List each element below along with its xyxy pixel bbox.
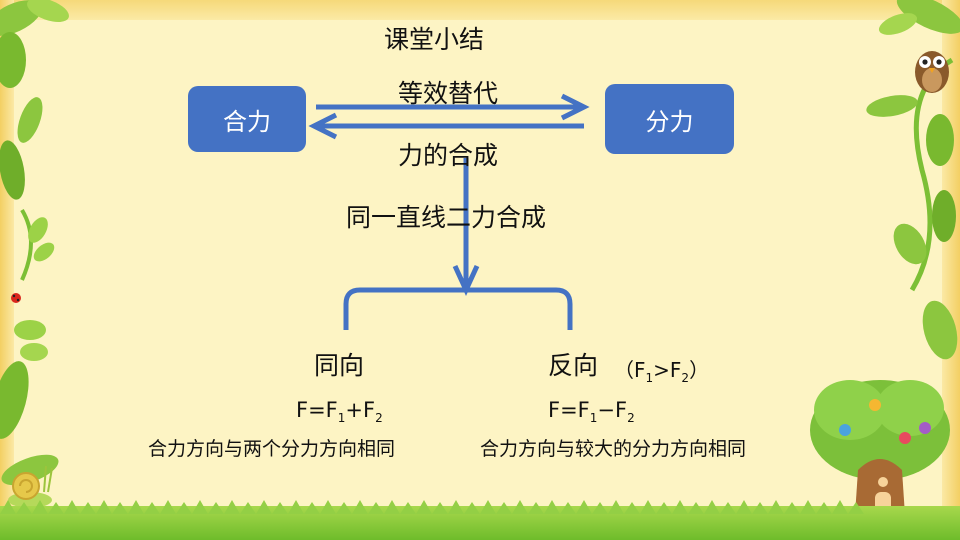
- condition-sub: 1: [645, 371, 654, 385]
- slide-title: 课堂小结: [384, 25, 485, 54]
- ladybug-icon: [11, 293, 21, 303]
- arrow-top-label: 等效替代: [398, 79, 499, 108]
- formula-sub: 2: [627, 411, 635, 426]
- split-bracket: [343, 287, 573, 330]
- opposite-condition: （F1>F2）: [614, 354, 709, 385]
- opposite-direction-heading: 反向: [548, 351, 599, 380]
- formula-part: F=F: [548, 398, 590, 422]
- arrow-bottom-label: 力的合成: [398, 141, 499, 170]
- formula-part: +F: [345, 398, 376, 422]
- condition-part: ）: [689, 358, 710, 382]
- equivalent-arrow: [316, 93, 590, 121]
- same-direction-heading: 同向: [314, 351, 365, 380]
- same-direction-description: 合力方向与两个分力方向相同: [148, 438, 396, 460]
- opposite-direction-description: 合力方向与较大的分力方向相同: [480, 438, 747, 460]
- condition-sub: 2: [681, 371, 690, 385]
- formula-part: −F: [597, 398, 628, 422]
- condition-part: （F: [614, 358, 646, 382]
- grass-strip: [0, 506, 960, 540]
- leaf-vine-icon: [0, 0, 69, 486]
- owl-icon: [915, 51, 949, 93]
- same-direction-formula: F=F1+F2: [296, 398, 383, 425]
- formula-sub: 2: [375, 411, 383, 426]
- formula-part: F=F: [296, 398, 338, 422]
- formula-sub: 1: [337, 411, 346, 426]
- opposite-direction-formula: F=F1−F2: [548, 398, 635, 425]
- formula-sub: 1: [589, 411, 598, 426]
- top-border: [0, 0, 960, 20]
- component-force-box: 分力: [605, 84, 734, 154]
- condition-part: >F: [653, 358, 682, 382]
- resultant-force-box: 合力: [188, 86, 306, 152]
- branch-label: 同一直线二力合成: [346, 203, 547, 232]
- composition-arrow: [308, 112, 584, 140]
- grass-tips: [0, 500, 864, 514]
